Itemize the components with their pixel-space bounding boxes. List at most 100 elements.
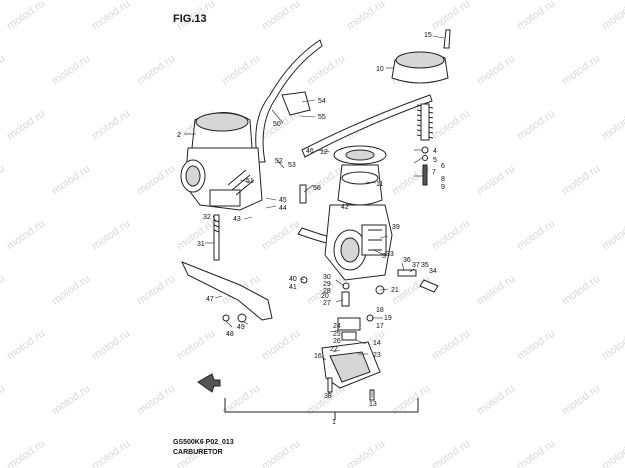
watermark-text: motod.ru	[560, 53, 602, 88]
watermark-text: motod.ru	[600, 328, 625, 363]
callout-50: 50	[273, 121, 281, 128]
screw-31	[213, 214, 220, 261]
callout-36: 36	[403, 257, 411, 264]
callout-38: 38	[324, 393, 332, 400]
watermark-text: motod.ru	[430, 218, 472, 253]
pipe-56	[299, 184, 307, 204]
right-carburetor-body	[324, 204, 393, 281]
watermark-text: motod.ru	[260, 438, 302, 468]
callout-32: 32	[203, 214, 211, 221]
watermark-text: motod.ru	[475, 383, 517, 418]
washer-49	[237, 313, 247, 323]
callout-20: 20	[321, 293, 329, 300]
watermark-text: motod.ru	[260, 0, 302, 32]
callout-55: 55	[318, 114, 326, 121]
callout-42: 42	[341, 204, 349, 211]
callout-52: 52	[275, 158, 283, 165]
watermark-text: motod.ru	[90, 438, 132, 468]
callout-9: 9	[441, 184, 445, 191]
exploded-artwork	[180, 29, 451, 420]
callout-7: 7	[432, 169, 436, 176]
front-arrow-icon	[197, 373, 221, 393]
watermark-text: motod.ru	[5, 218, 47, 253]
watermark-text: motod.ru	[345, 0, 387, 32]
watermark-text: motod.ru	[90, 328, 132, 363]
callout-54: 54	[318, 98, 326, 105]
watermark-text: motod.ru	[5, 438, 47, 468]
callout-24: 24	[333, 323, 341, 330]
watermark-text: motod.ru	[475, 53, 517, 88]
watermark-text: motod.ru	[135, 273, 177, 308]
watermark-text: motod.ru	[515, 438, 557, 468]
watermark-text: motod.ru	[220, 53, 262, 88]
callout-51: 51	[246, 178, 254, 185]
vent-hose-right	[301, 94, 433, 158]
callout-8: 8	[441, 176, 445, 183]
float-bowl	[321, 317, 381, 389]
watermark-text: motod.ru	[135, 163, 177, 198]
callout-44: 44	[279, 205, 287, 212]
footer-caption: CARBURETOR	[173, 449, 223, 456]
watermark-text: motod.ru	[5, 108, 47, 143]
watermark-text: motod.ru	[5, 328, 47, 363]
callout-40: 40	[289, 276, 297, 283]
watermark-text: motod.ru	[560, 163, 602, 198]
watermark-text: motod.ru	[50, 53, 92, 88]
callout-47: 47	[206, 296, 214, 303]
needle-spring	[416, 103, 434, 141]
watermark-text: motod.ru	[260, 218, 302, 253]
callout-34: 34	[429, 268, 437, 275]
watermark-text: motod.ru	[600, 0, 625, 32]
callout-41: 41	[289, 284, 297, 291]
watermark-text: motod.ru	[600, 218, 625, 253]
screw-15	[443, 29, 451, 49]
watermark-text: motod.ru	[175, 328, 217, 363]
screw-48	[222, 314, 230, 322]
callout-6: 6	[441, 163, 445, 170]
callout-13: 13	[369, 401, 377, 408]
watermark-text: motod.ru	[0, 383, 7, 418]
callout-53: 53	[288, 162, 296, 169]
watermark-text: motod.ru	[0, 163, 7, 198]
watermark-text: motod.ru	[430, 328, 472, 363]
callout-10: 10	[376, 66, 384, 73]
callout-3: 3	[382, 253, 386, 260]
callout-35: 35	[421, 262, 429, 269]
watermark-text: motod.ru	[515, 108, 557, 143]
top-cap-rim	[395, 51, 445, 69]
callout-21: 21	[391, 287, 399, 294]
watermark-text: motod.ru	[475, 163, 517, 198]
watermark-text: motod.ru	[600, 108, 625, 143]
watermark-text: motod.ru	[90, 108, 132, 143]
callout-18: 18	[376, 307, 384, 314]
leader-lines	[184, 35, 445, 398]
clamp-54	[281, 91, 311, 116]
callout-26: 26	[333, 338, 341, 345]
watermark-text: motod.ru	[430, 108, 472, 143]
callout-45: 45	[279, 197, 287, 204]
left-carburetor-body	[180, 112, 263, 211]
callout-16: 16	[314, 353, 322, 360]
callout-28: 28	[323, 288, 331, 295]
watermark-text: motod.ru	[560, 383, 602, 418]
watermark-text: motod.ru	[515, 0, 557, 32]
callout-29: 29	[323, 281, 331, 288]
callout-23: 23	[373, 352, 381, 359]
callout-46: 46	[306, 148, 314, 155]
callout-1: 1	[332, 419, 336, 426]
watermark-text: motod.ru	[430, 438, 472, 468]
bracket-47	[181, 261, 273, 321]
watermark-text: motod.ru	[305, 53, 347, 88]
callout-labels: 1 2 3 4 5 6 7 8 9 10 11 12 13 14 15 16 1…	[177, 32, 445, 426]
watermark-text: motod.ru	[50, 163, 92, 198]
watermark-text: motod.ru	[5, 0, 47, 32]
watermark-text: motod.ru	[260, 328, 302, 363]
watermark-text: motod.ru	[475, 273, 517, 308]
assembly-bracket	[224, 398, 419, 413]
watermark-text: motod.ru	[135, 383, 177, 418]
watermark-text: motod.ru	[0, 273, 7, 308]
callout-2: 2	[177, 132, 181, 139]
footer-code: GS500K6 P02_013	[173, 439, 234, 446]
watermark-text: motod.ru	[600, 438, 625, 468]
watermark-text: motod.ru	[430, 0, 472, 32]
